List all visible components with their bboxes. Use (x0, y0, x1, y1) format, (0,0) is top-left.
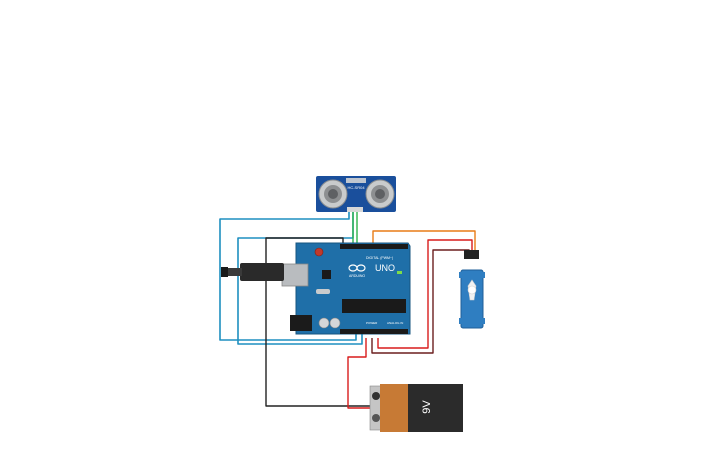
servo-hub (467, 285, 477, 295)
logo-text: ARDUINO (349, 274, 365, 278)
usb-chip (322, 270, 331, 279)
battery-body (408, 384, 463, 432)
analog-label: ANALOG IN (387, 321, 403, 325)
arduino-uno[interactable]: DIGITAL (PWM~) POWER ANALOG IN UNO ARDUI… (221, 242, 411, 335)
usb-cable (228, 268, 242, 276)
crystal (316, 289, 330, 294)
digital-header (340, 244, 408, 249)
ultrasonic-sensor[interactable]: HC-SR04 (316, 176, 396, 212)
wire-red-battery[interactable] (347, 338, 370, 409)
digital-label: DIGITAL (PWM~) (366, 256, 393, 260)
capacitor-2 (329, 317, 341, 329)
usb-cable-plug[interactable] (240, 263, 284, 281)
sensor-crystal (346, 178, 366, 183)
sensor-pin-header (347, 207, 363, 212)
power-jack (290, 315, 312, 331)
servo-connector (464, 250, 479, 259)
battery-9v[interactable]: 9V (369, 384, 463, 432)
battery-copper-band (380, 384, 408, 432)
battery-label: 9V (421, 400, 433, 414)
brand-label: UNO (375, 263, 395, 273)
battery-terminal-pos (372, 392, 380, 400)
reset-button[interactable] (314, 247, 324, 257)
wire-blue-outer[interactable] (219, 212, 357, 341)
wire-black-gnd[interactable] (265, 237, 370, 407)
atmega-chip (342, 299, 406, 313)
power-label: POWER (366, 321, 378, 325)
sensor-label: HC-SR04 (347, 185, 365, 190)
wire-orange-signal[interactable] (372, 230, 476, 253)
arduino-logo-icon (348, 264, 366, 272)
power-analog-header (340, 329, 408, 334)
capacitor-1 (318, 317, 330, 329)
power-led (397, 271, 402, 274)
wire-red-servo-power[interactable] (377, 239, 473, 349)
battery-terminal-neg (372, 414, 380, 422)
servo-motor[interactable] (459, 250, 485, 329)
usb-connector (281, 263, 309, 287)
wires (219, 212, 476, 409)
